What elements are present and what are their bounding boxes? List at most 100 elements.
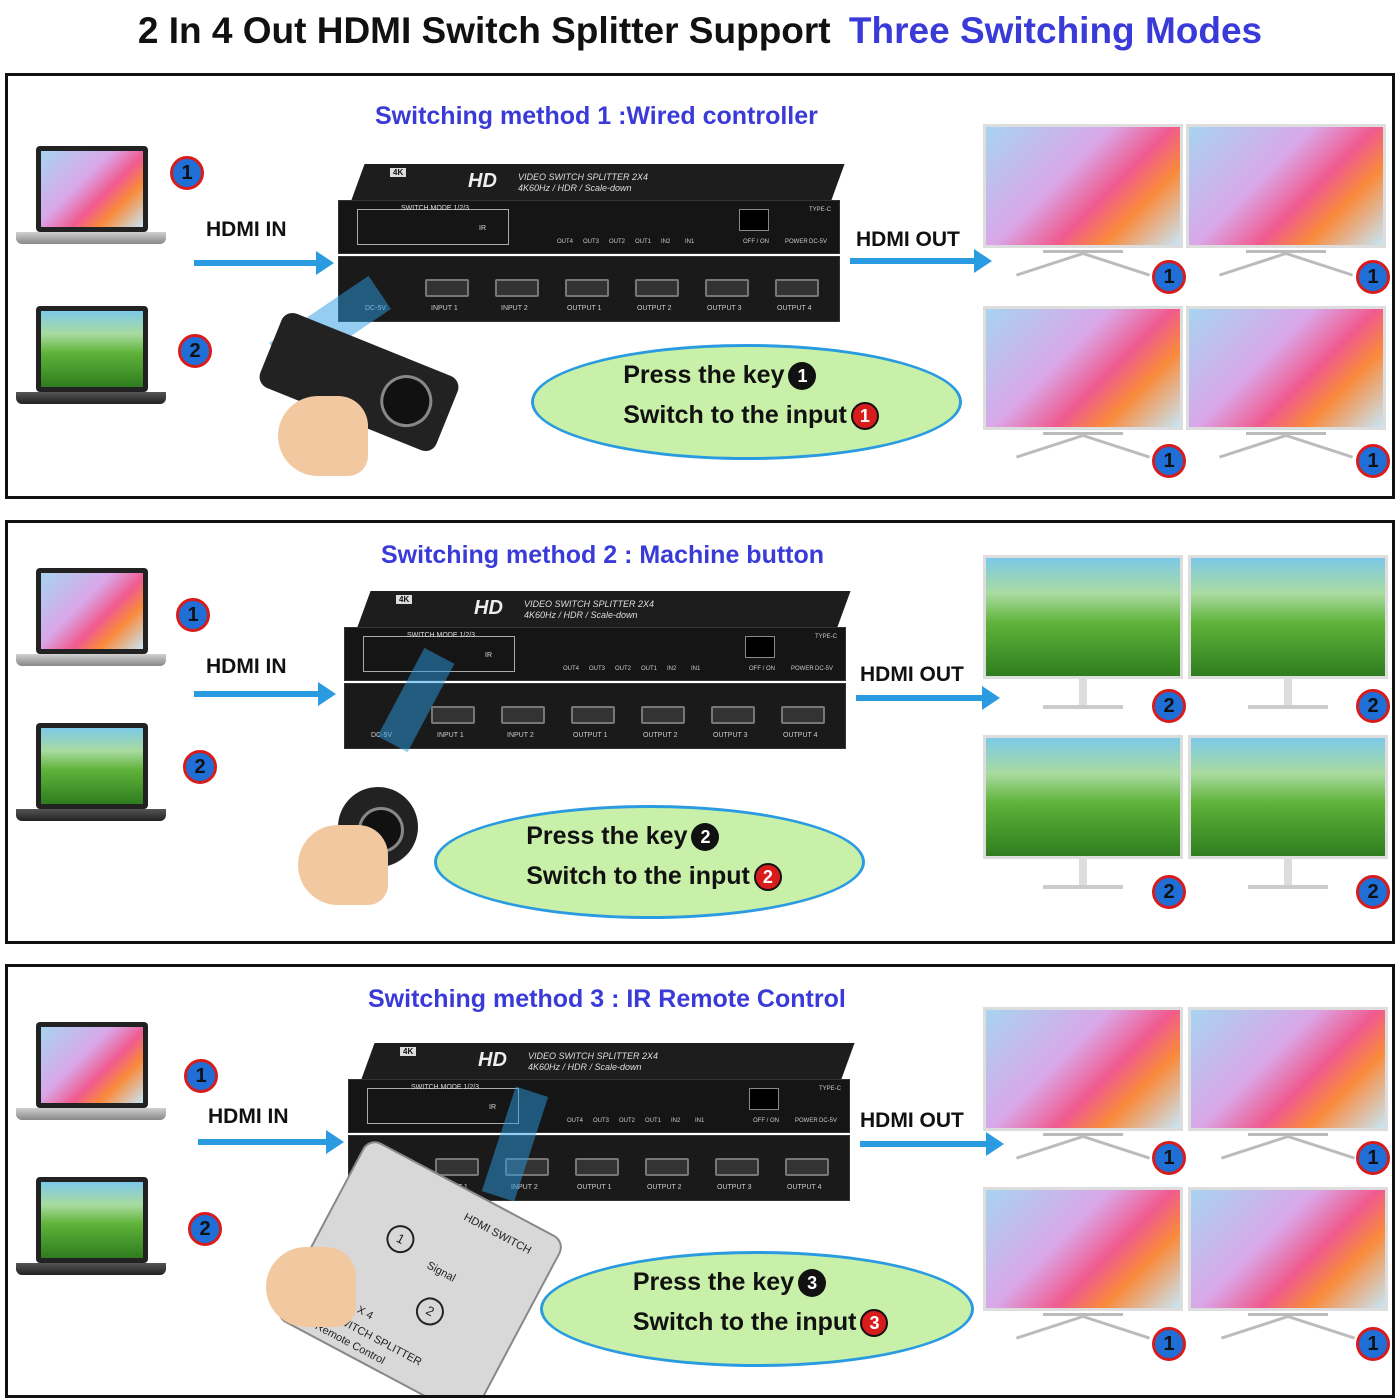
typec-label: TYPE-C: [819, 1086, 842, 1092]
input-number: 1: [850, 402, 879, 431]
led-out1: OUT1: [641, 666, 658, 672]
port-output-2-label: OUTPUT 2: [647, 1184, 682, 1191]
led-out1: OUT1: [635, 239, 652, 245]
device-4k-badge: 4K: [396, 595, 413, 604]
ir-label: IR: [485, 652, 492, 659]
hdmi-in-label: HDMI IN: [208, 1105, 289, 1128]
led-in1: IN1: [685, 239, 695, 245]
press-key-icon[interactable]: [372, 367, 441, 435]
port-input-2-label: INPUT 2: [507, 732, 534, 739]
led-out2: OUT2: [619, 1118, 636, 1124]
laptop-input-1: [16, 1022, 166, 1132]
remote-signal-label: Signal: [424, 1259, 458, 1285]
led-in1: IN1: [691, 666, 701, 672]
hand-icon: [278, 396, 368, 476]
device-model-line2: 4K60Hz / HDR / Scale-down: [518, 183, 632, 193]
port-output-4: [785, 1158, 829, 1176]
output-3-badge: 1: [1152, 444, 1186, 478]
power-label: POWER: [795, 1118, 818, 1124]
port-input-2-label: INPUT 2: [511, 1184, 538, 1191]
switch-input-text: Switch to the input: [632, 1308, 857, 1336]
output-monitor-2: [1186, 124, 1386, 277]
key-number: 1: [788, 362, 817, 391]
led-out4: OUT4: [567, 1118, 584, 1124]
output-2-badge: 2: [1356, 689, 1390, 723]
led-out4: OUT4: [557, 239, 574, 245]
output-monitor-4: [1186, 306, 1386, 459]
led-out2: OUT2: [609, 239, 626, 245]
panel-method-1: Switching method 1 :Wired controller 1 2…: [5, 73, 1395, 499]
port-output-1-label: OUTPUT 1: [573, 732, 608, 739]
hdmi-out-label: HDMI OUT: [856, 228, 960, 251]
port-output-3-label: OUTPUT 3: [707, 305, 742, 312]
hdmi-in-label: HDMI IN: [206, 218, 287, 241]
port-output-3: [711, 706, 755, 724]
power-switch[interactable]: [749, 1088, 779, 1110]
panel-method-2: Switching method 2 : Machine button 1 2 …: [5, 520, 1395, 944]
off-on-label: OFF / ON: [753, 1118, 779, 1124]
remote-button-1[interactable]: 1: [381, 1220, 420, 1259]
output-monitor-1: [983, 555, 1183, 709]
output-4-badge: 1: [1356, 444, 1390, 478]
title-main: 2 In 4 Out HDMI Switch Splitter Support: [137, 10, 831, 51]
hdmi-in-arrow: [194, 251, 334, 275]
title-accent: Three Switching Modes: [848, 10, 1263, 51]
output-monitor-2: [1188, 555, 1388, 709]
power-switch[interactable]: [739, 209, 769, 231]
led-out3: OUT3: [593, 1118, 610, 1124]
port-output-3-label: OUTPUT 3: [713, 732, 748, 739]
output-2-badge: 1: [1356, 1141, 1390, 1175]
hdmi-in-label: HDMI IN: [206, 655, 287, 678]
press-key-text: Press the key: [526, 822, 688, 850]
off-on-label: OFF / ON: [743, 239, 769, 245]
hdmi-out-label: HDMI OUT: [860, 1109, 964, 1132]
dc5v-front-label: DC-5V: [819, 1118, 838, 1124]
hdmi-out-label: HDMI OUT: [860, 663, 964, 686]
power-switch[interactable]: [745, 636, 775, 658]
output-4-badge: 1: [1356, 1327, 1390, 1361]
laptop-input-2: [16, 306, 166, 416]
port-output-4: [781, 706, 825, 724]
output-monitor-3: [983, 306, 1183, 459]
port-output-3-label: OUTPUT 3: [717, 1184, 752, 1191]
led-in2: IN2: [667, 666, 677, 672]
method-title: Switching method 1 :Wired controller: [375, 102, 818, 130]
switch-mode-label: SWITCH MODE 1/2/3: [401, 205, 470, 212]
remote-button-2[interactable]: 2: [410, 1292, 449, 1331]
port-input-1-label: INPUT 1: [437, 732, 464, 739]
port-output-1: [565, 279, 609, 297]
port-input-1: [425, 279, 469, 297]
port-output-4: [775, 279, 819, 297]
key-number: 2: [691, 823, 720, 852]
switch-mode-label: SWITCH MODE 1/2/3: [411, 1084, 480, 1091]
typec-label: TYPE-C: [815, 634, 838, 640]
output-monitor-3: [983, 735, 1183, 889]
off-on-label: OFF / ON: [749, 666, 775, 672]
output-monitor-1: [983, 124, 1183, 277]
laptop-input-1: [16, 146, 166, 256]
hdmi-in-arrow: [194, 682, 336, 706]
input-1-badge: 1: [170, 156, 204, 190]
device-model-line2: 4K60Hz / HDR / Scale-down: [524, 610, 638, 620]
device-model-line2: 4K60Hz / HDR / Scale-down: [528, 1062, 642, 1072]
port-output-2: [645, 1158, 689, 1176]
power-label: POWER: [785, 239, 808, 245]
typec-label: TYPE-C: [809, 207, 832, 213]
input-1-badge: 1: [184, 1059, 218, 1093]
output-monitor-4: [1188, 1187, 1388, 1340]
ir-label: IR: [479, 225, 486, 232]
led-out3: OUT3: [583, 239, 600, 245]
led-out4: OUT4: [563, 666, 580, 672]
method-title: Switching method 3 : IR Remote Control: [368, 985, 846, 1013]
port-output-4-label: OUTPUT 4: [787, 1184, 822, 1191]
input-number: 2: [753, 863, 782, 892]
output-monitor-1: [983, 1007, 1183, 1160]
output-1-badge: 2: [1152, 689, 1186, 723]
key-number: 3: [798, 1269, 827, 1298]
port-output-2: [635, 279, 679, 297]
hand-icon: [266, 1247, 356, 1327]
led-in1: IN1: [695, 1118, 705, 1124]
device-4k-badge: 4K: [400, 1047, 417, 1056]
